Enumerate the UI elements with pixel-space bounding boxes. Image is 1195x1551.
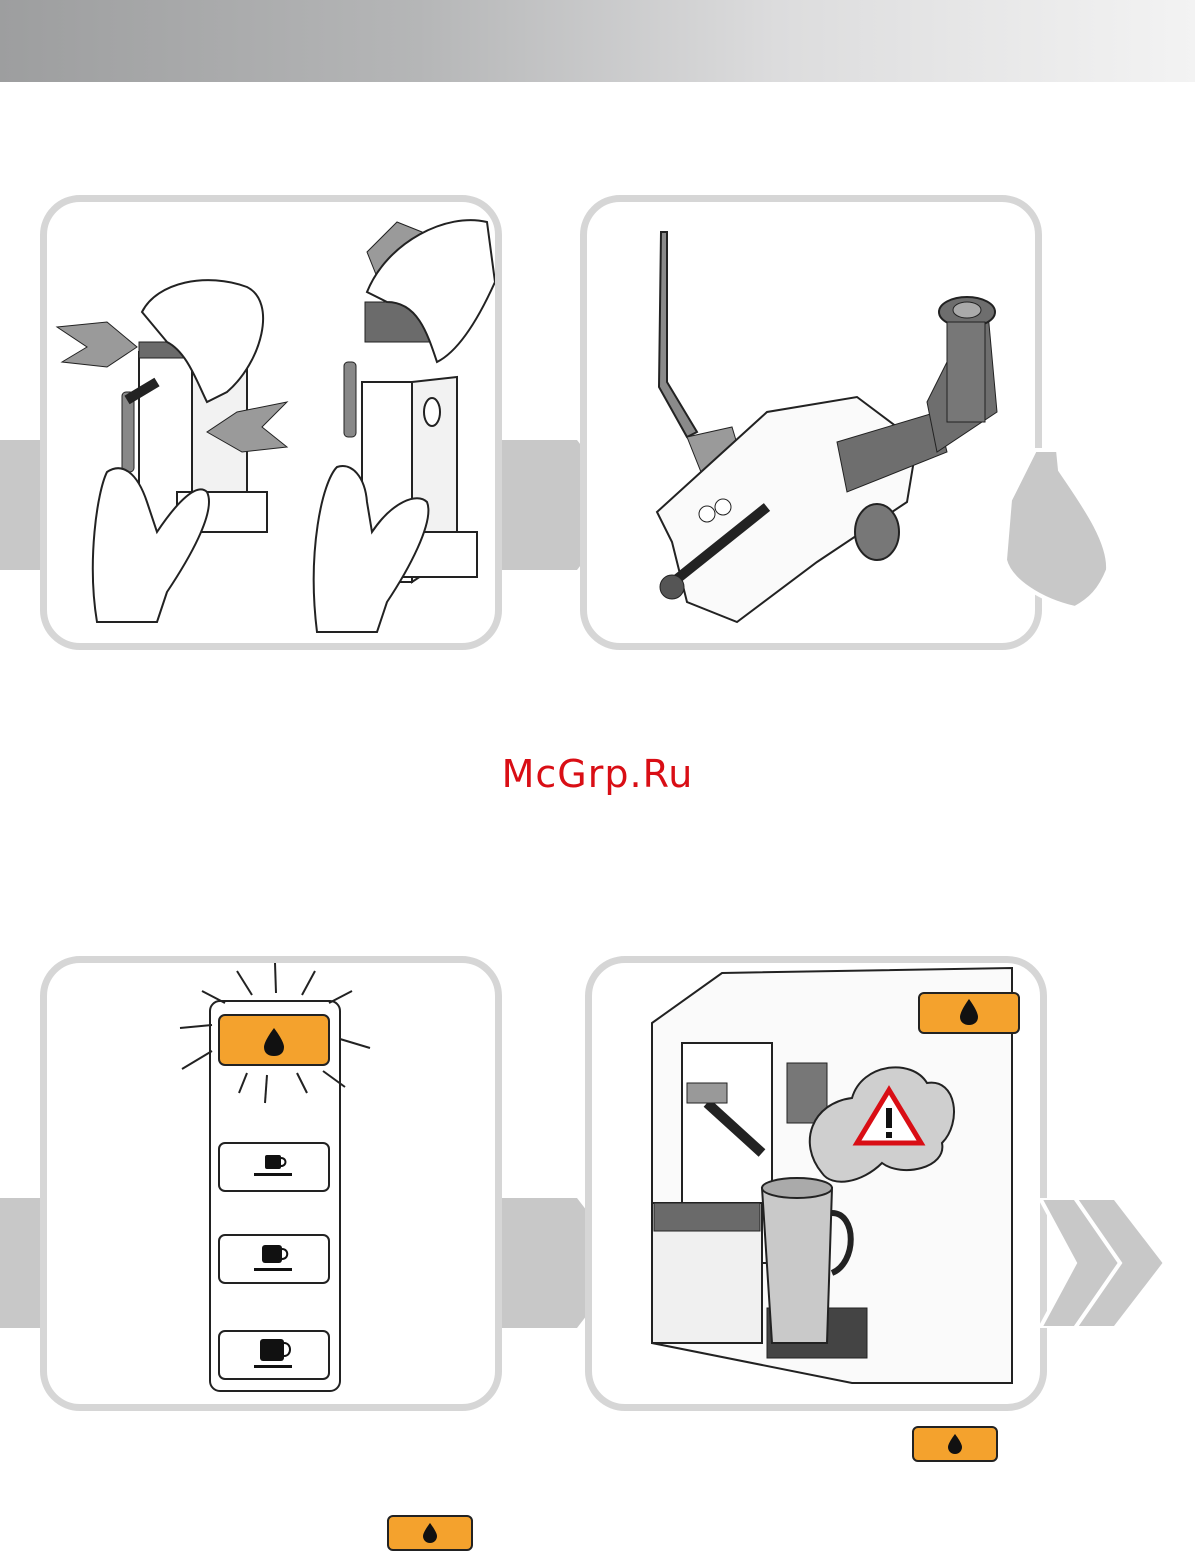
machine-warning-illustration — [592, 963, 1040, 1404]
step-1-panel — [40, 195, 502, 650]
step-4-panel — [585, 956, 1047, 1411]
header-bar — [0, 0, 1195, 82]
drop-shape-icon — [1000, 440, 1115, 610]
remove-tube-illustration — [47, 202, 495, 643]
step-3-panel — [40, 956, 502, 1411]
control-panel-illustration — [47, 963, 495, 1404]
watermark-text: McGrp.Ru — [0, 752, 1195, 796]
inline-drop-indicator-icon — [912, 1426, 998, 1462]
next-step-double-chevron-icon — [1040, 1198, 1170, 1328]
lid-tube-illustration — [587, 202, 1035, 643]
inline-drop-indicator-icon — [387, 1515, 473, 1551]
step-2-panel — [580, 195, 1042, 650]
